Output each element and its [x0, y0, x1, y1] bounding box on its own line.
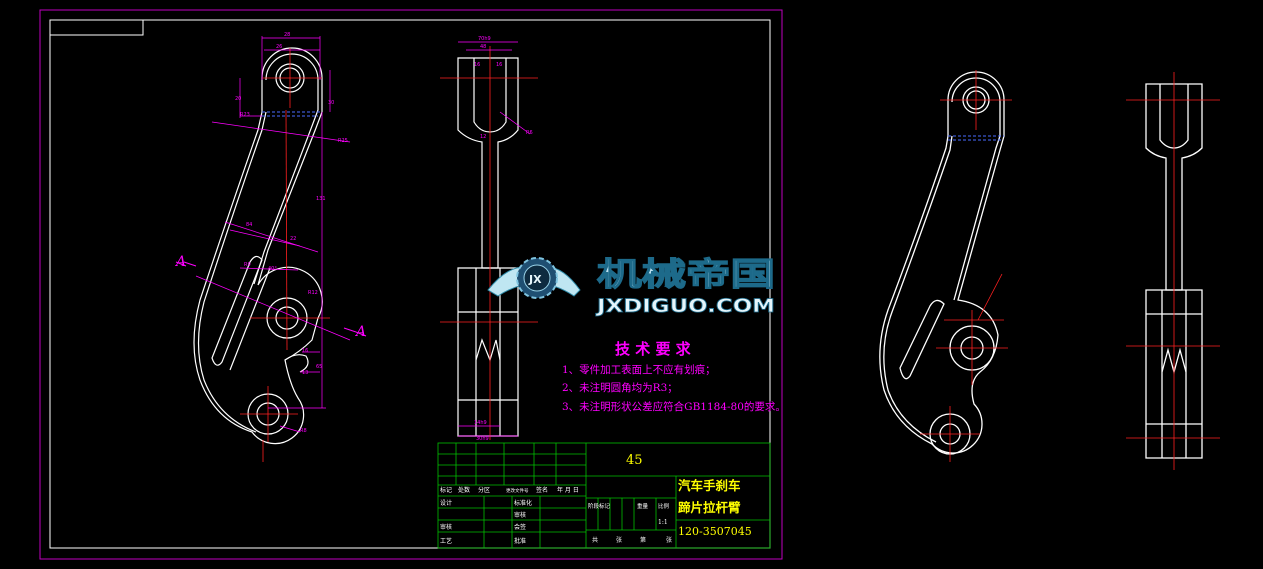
tb-stage-header: 重量	[637, 502, 649, 510]
svg-text:70h9: 70h9	[478, 36, 491, 42]
svg-text:28: 28	[284, 32, 290, 38]
svg-text:30: 30	[328, 100, 334, 106]
scale-value: 1:1	[658, 519, 668, 526]
tb-stage-header: 比例	[658, 502, 670, 510]
svg-text:R23: R23	[240, 112, 250, 118]
svg-text:48: 48	[480, 44, 486, 50]
drawing-frame	[39, 9, 783, 560]
tb-sheet-text: 共	[592, 536, 598, 544]
tb-header-cell: 处数	[458, 486, 470, 494]
svg-text:R9: R9	[244, 262, 251, 268]
tech-requirement-item: 2、未注明圆角均为R3；	[562, 381, 678, 394]
front-view-dim-text: 28 26 20 30 R23 R25 131 84 22 R9 40° R12…	[235, 32, 348, 434]
drawing-border	[49, 19, 771, 549]
tb-role-label: 工艺	[440, 537, 452, 545]
svg-text:R8: R8	[300, 428, 307, 434]
tb-header-cell: 分区	[478, 486, 490, 494]
drawing-number: 120-3507045	[678, 525, 752, 538]
svg-text:14h9: 14h9	[474, 420, 487, 426]
section-cut-line	[175, 261, 367, 337]
tb-role-label: 设计	[440, 499, 452, 507]
svg-text:R6: R6	[526, 130, 533, 136]
side-view-dim-text: 70h9 48 16 16 R6 12 14h9 30h9	[474, 36, 533, 442]
tb-stage-header: 阶段标记	[588, 502, 611, 510]
tb-sheet-text: 第	[640, 536, 646, 544]
tb-header-cell: 签名	[536, 486, 548, 494]
tb-approval-label: 审核	[514, 511, 526, 519]
svg-text:22: 22	[290, 236, 296, 242]
tb-header-cell: 标记	[440, 486, 452, 494]
right-side-centerlines	[1126, 72, 1220, 470]
front-view-hidden	[262, 111, 322, 117]
side-view-dimensions	[458, 41, 531, 437]
section-mark-right: A	[354, 324, 366, 340]
tech-requirement-item: 1、零件加工表面上不应有划痕；	[562, 363, 716, 376]
svg-text:R12: R12	[308, 290, 318, 296]
logo-badge-text: JX	[528, 273, 542, 286]
svg-text:30h9: 30h9	[476, 436, 489, 442]
right-front-view	[879, 71, 1005, 455]
front-view-dimensions	[195, 36, 351, 433]
svg-text:12: 12	[480, 134, 486, 140]
part-name-line2: 蹄片拉杆臂	[678, 500, 741, 515]
material-label: 45	[626, 453, 643, 468]
svg-text:16: 16	[302, 348, 308, 354]
section-mark-left: A	[174, 254, 186, 270]
svg-text:16: 16	[496, 62, 502, 68]
svg-text:R25: R25	[338, 138, 348, 144]
watermark-logo: JX 机械帝国 JXDIGUO.COM	[487, 254, 776, 317]
right-side-view	[1145, 83, 1203, 459]
tb-header-cell: 更改文件号	[506, 487, 529, 494]
front-view-centerlines	[240, 48, 330, 462]
svg-text:40°: 40°	[268, 266, 277, 272]
tb-approval-label: 批准	[514, 537, 526, 545]
svg-text:16: 16	[474, 62, 480, 68]
title-block: 45 汽车手刹车 蹄片拉杆臂 120-3507045 1:1 标记 处数 分区 …	[440, 453, 752, 545]
tb-sheet-text: 张	[666, 536, 672, 544]
side-view-centerlines	[440, 46, 538, 440]
tb-approval-label: 标准化	[514, 499, 532, 507]
tech-requirement-item: 3、未注明形状公差应符合GB1184-80的要求。	[562, 400, 786, 413]
svg-text:20: 20	[235, 96, 241, 102]
svg-text:13: 13	[302, 370, 308, 376]
tech-requirements-title: 技 术 要 求	[615, 340, 692, 358]
right-front-hidden	[948, 135, 1004, 141]
side-view	[457, 57, 519, 437]
part-name-line1: 汽车手刹车	[678, 478, 741, 493]
tb-header-cell: 年 月 日	[557, 486, 579, 494]
tech-requirements: 技 术 要 求 1、零件加工表面上不应有划痕； 2、未注明圆角均为R3； 3、未…	[562, 340, 786, 413]
right-front-centerlines	[920, 70, 1012, 462]
front-view	[193, 47, 323, 445]
svg-text:26: 26	[276, 44, 282, 50]
tb-sheet-text: 张	[616, 536, 622, 544]
svg-text:84: 84	[246, 222, 252, 228]
logo-brand-cn: 机械帝国	[597, 255, 775, 293]
tb-role-label: 审核	[440, 523, 452, 531]
svg-text:65: 65	[316, 364, 322, 370]
svg-text:131: 131	[316, 196, 326, 202]
logo-brand-en: JXDIGUO.COM	[595, 295, 775, 317]
tb-approval-label: 会签	[514, 523, 526, 531]
title-block-grid	[437, 442, 771, 549]
